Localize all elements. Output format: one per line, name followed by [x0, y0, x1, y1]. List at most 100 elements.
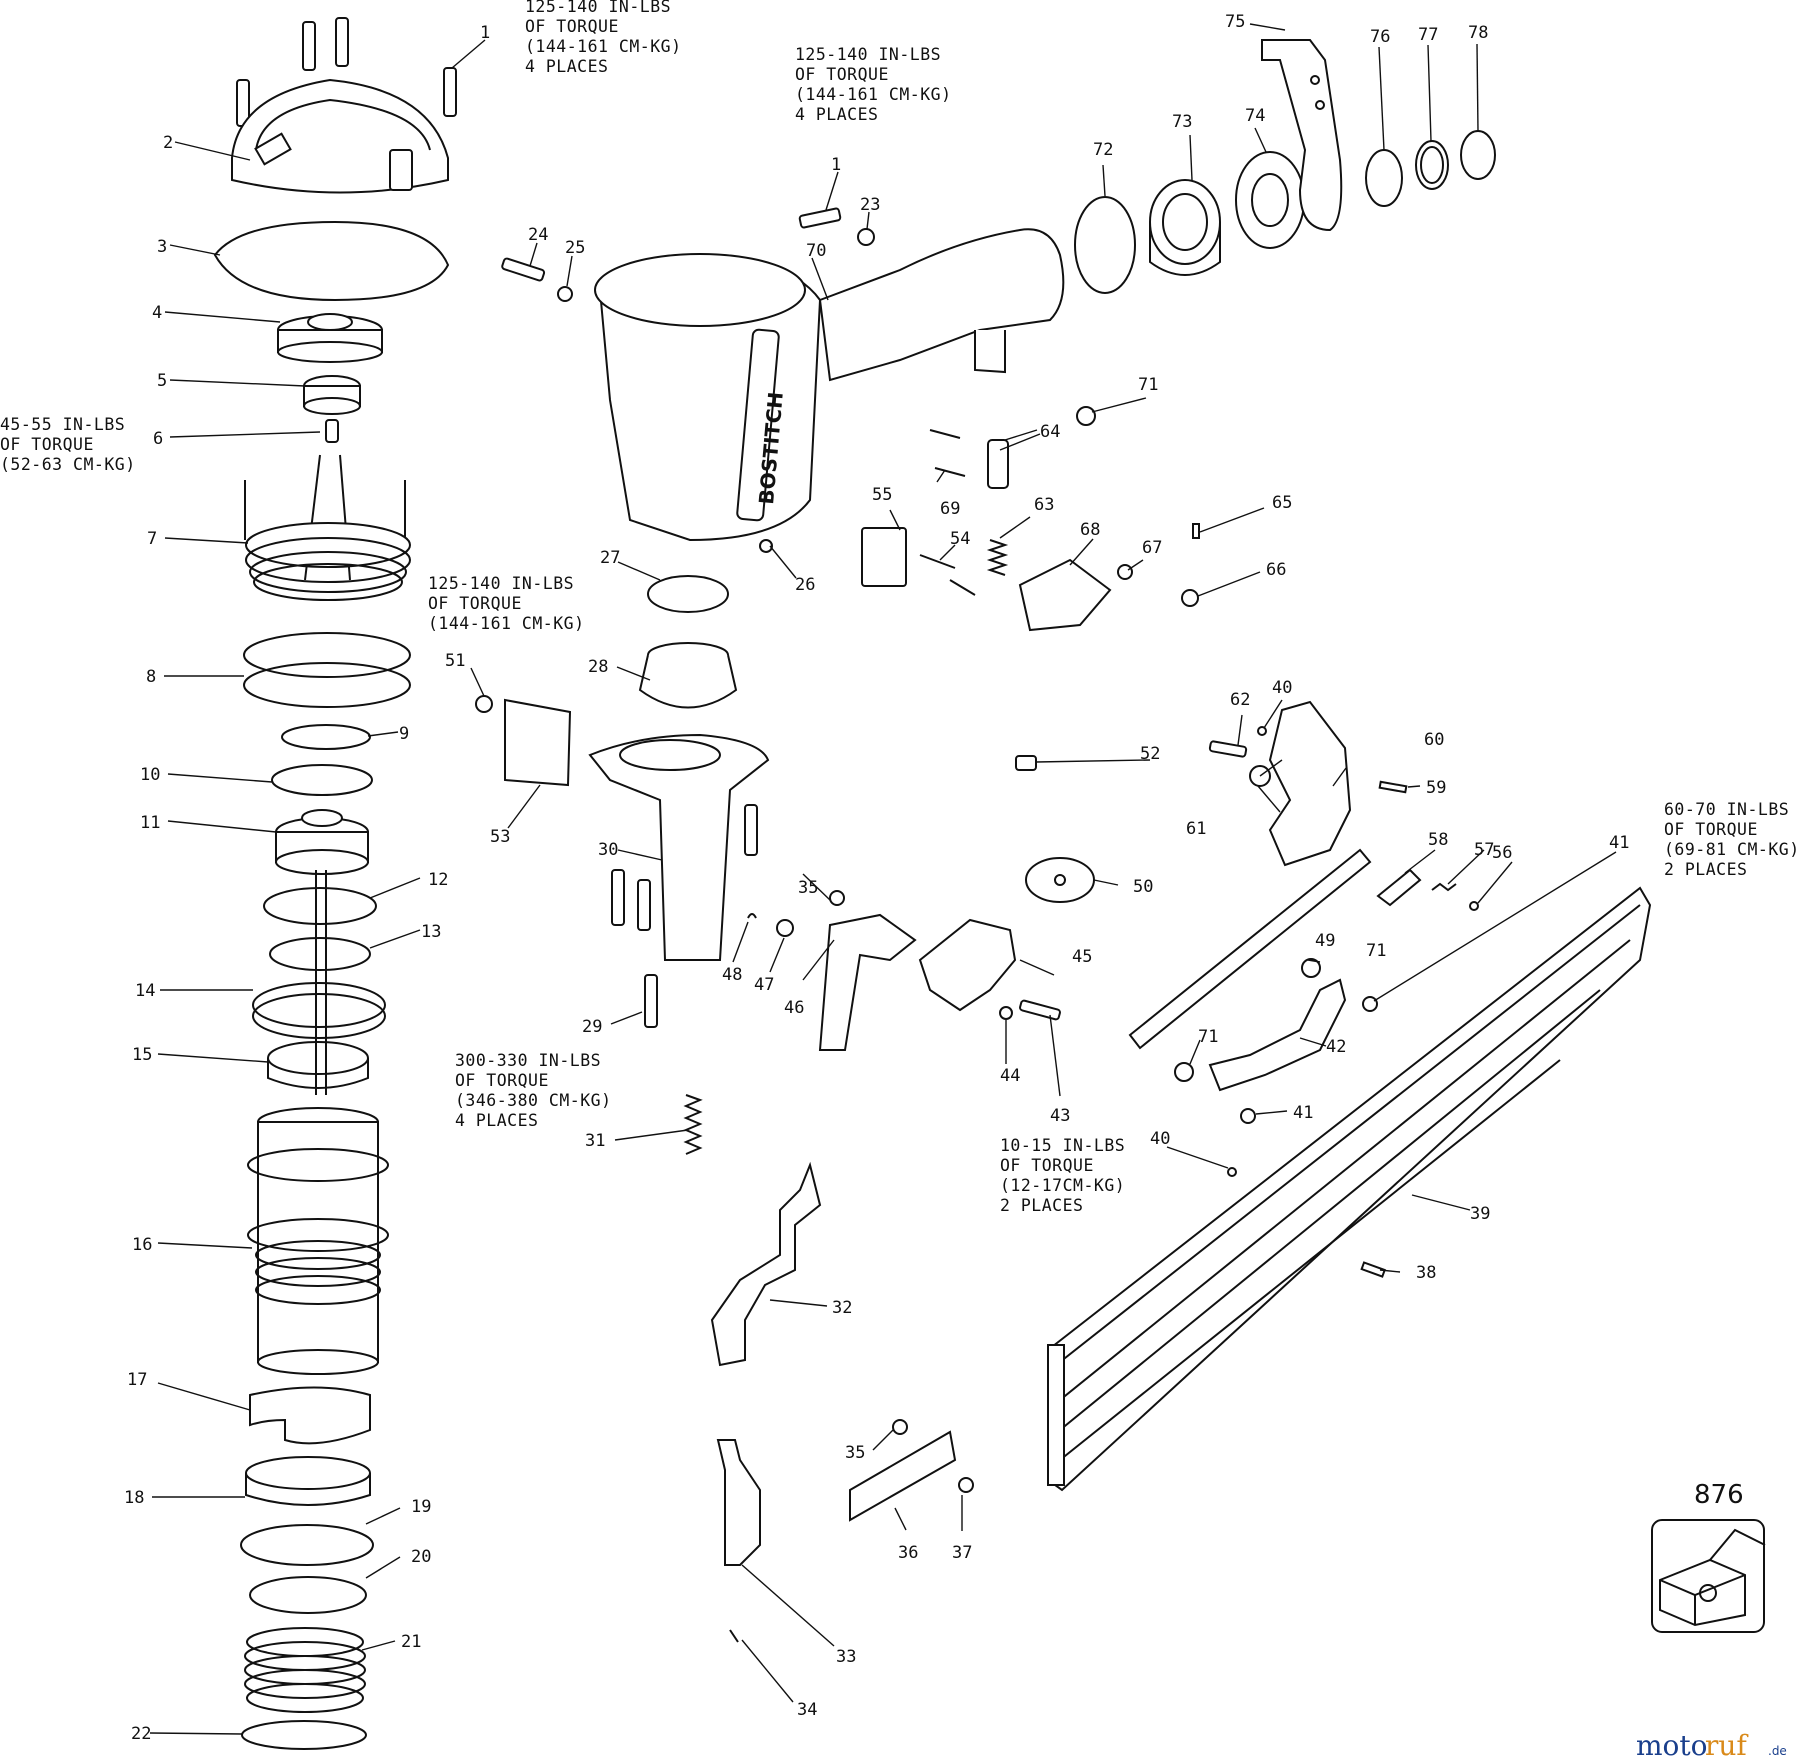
part-58-latch [1376, 868, 1422, 907]
label-40b: 40 [1150, 1129, 1170, 1149]
part-71-nut-a [1076, 406, 1096, 426]
svg-text:ruf: ruf [1705, 1729, 1749, 1762]
label-25: 25 [565, 238, 585, 258]
part-67-pin [1117, 564, 1133, 580]
label-74: 74 [1245, 106, 1265, 126]
label-24: 24 [528, 225, 548, 245]
label-13: 13 [421, 922, 441, 942]
label-42: 42 [1326, 1037, 1346, 1057]
part-23-washer [857, 228, 875, 246]
label-7: 7 [147, 529, 157, 549]
label-19: 19 [411, 1497, 431, 1517]
part-18-ring [245, 1456, 371, 1506]
part-40-screw-a [1257, 726, 1267, 736]
label-6: 6 [153, 429, 163, 449]
label-16: 16 [132, 1235, 152, 1255]
label-51: 51 [445, 651, 465, 671]
part-5-bumper-stop [303, 375, 361, 415]
part-71-nut-b [1301, 958, 1321, 978]
label-23: 23 [860, 195, 880, 215]
part-43-screw [1019, 999, 1061, 1021]
part-72-o-ring [1074, 196, 1136, 294]
part-2-cylinder-cap [231, 78, 449, 194]
label-14: 14 [135, 981, 155, 1001]
svg-text:125-140 IN-LBS: 125-140 IN-LBS [795, 45, 941, 64]
label-11: 11 [140, 813, 160, 833]
label-61: 61 [1186, 819, 1206, 839]
label-2: 2 [163, 133, 173, 153]
svg-text:(144-161 CM-KG): (144-161 CM-KG) [525, 37, 682, 56]
svg-text:4 PLACES: 4 PLACES [525, 57, 608, 76]
torque-note-magazine-screws: 60-70 IN-LBS OF TORQUE (69-81 CM-KG) 2 P… [1664, 800, 1799, 879]
part-35-screw-b [892, 1419, 908, 1435]
part-41-screw-b [1240, 1108, 1256, 1124]
label-40a: 40 [1272, 678, 1292, 698]
label-34: 34 [797, 1700, 817, 1720]
svg-text:(144-161 CM-KG): (144-161 CM-KG) [795, 85, 952, 104]
label-47: 47 [754, 975, 774, 995]
label-1a: 1 [480, 23, 490, 43]
part-30-nose [588, 733, 770, 961]
part-24-screw [501, 257, 546, 282]
part-29-screws [611, 804, 758, 1028]
part-53-bracket [504, 698, 572, 787]
part-57-spring [1431, 882, 1457, 892]
part-75-belt-hook [1261, 39, 1343, 232]
part-14-ring [252, 982, 386, 1039]
label-55: 55 [872, 485, 892, 505]
label-38: 38 [1416, 1263, 1436, 1283]
part-41-screw-a [1362, 996, 1378, 1012]
part-66-clip [1181, 589, 1199, 607]
part-70-frame-housing [594, 228, 1065, 542]
label-70: 70 [806, 241, 826, 261]
part-68-trigger [1018, 558, 1112, 632]
leader-lines [149, 23, 1617, 1735]
label-4: 4 [152, 303, 162, 323]
label-12: 12 [428, 870, 448, 890]
svg-text:(346-380 CM-KG): (346-380 CM-KG) [455, 1091, 612, 1110]
part-31-spring [683, 1094, 703, 1155]
svg-text:(52-63 CM-KG): (52-63 CM-KG) [0, 455, 136, 474]
part-34-pin [729, 1629, 739, 1643]
part-11-piston [275, 809, 369, 875]
part-25-nut [557, 286, 573, 302]
part-10-o-ring [271, 764, 373, 796]
part-42-bracket [1208, 978, 1347, 1092]
label-46: 46 [784, 998, 804, 1018]
svg-text:125-140 IN-LBS: 125-140 IN-LBS [525, 0, 671, 16]
label-71b: 71 [1366, 941, 1386, 961]
part-28-trigger-valve [638, 642, 738, 709]
part-74-gasket [1235, 151, 1305, 249]
part-47-screw [776, 919, 794, 937]
svg-text:45-55 IN-LBS: 45-55 IN-LBS [0, 415, 125, 434]
svg-text:(12-17CM-KG): (12-17CM-KG) [1000, 1176, 1125, 1195]
part-8-o-rings [243, 632, 411, 708]
part-33-contact-arm-lower [716, 1439, 761, 1566]
part-number-labels: 1 2 3 4 5 6 7 8 9 10 11 12 13 14 15 16 1… [124, 12, 1629, 1744]
svg-text:moto: moto [1636, 1729, 1708, 1762]
label-73: 73 [1172, 112, 1192, 132]
label-17: 17 [127, 1370, 147, 1390]
torque-note-cap-screws: 125-140 IN-LBS OF TORQUE (144-161 CM-KG)… [525, 0, 682, 76]
label-59: 59 [1426, 778, 1446, 798]
svg-text:OF TORQUE: OF TORQUE [1664, 820, 1758, 839]
part-63-spring [986, 539, 1009, 576]
part-51-screw [475, 695, 493, 713]
torque-note-bumper-stop: 45-55 IN-LBS OF TORQUE (52-63 CM-KG) [0, 415, 136, 474]
label-5: 5 [157, 371, 167, 391]
svg-text:4 PLACES: 4 PLACES [795, 105, 878, 124]
part-49-pusher-rail [1128, 848, 1372, 1050]
part-65-pin [1192, 523, 1200, 539]
part-35-screw-a [829, 890, 845, 906]
part-50-depth-wheel [1025, 857, 1095, 903]
svg-text:.de: .de [1768, 1744, 1787, 1758]
part-32-contact-arm [710, 1161, 822, 1367]
part-78-retaining-ring [1460, 130, 1496, 180]
label-71a: 71 [1138, 375, 1158, 395]
svg-text:OF TORQUE: OF TORQUE [795, 65, 889, 84]
kit-876-box[interactable] [1651, 1519, 1766, 1633]
label-30: 30 [598, 840, 618, 860]
part-60-pusher [1268, 700, 1352, 867]
part-15-bumper [267, 1041, 369, 1089]
